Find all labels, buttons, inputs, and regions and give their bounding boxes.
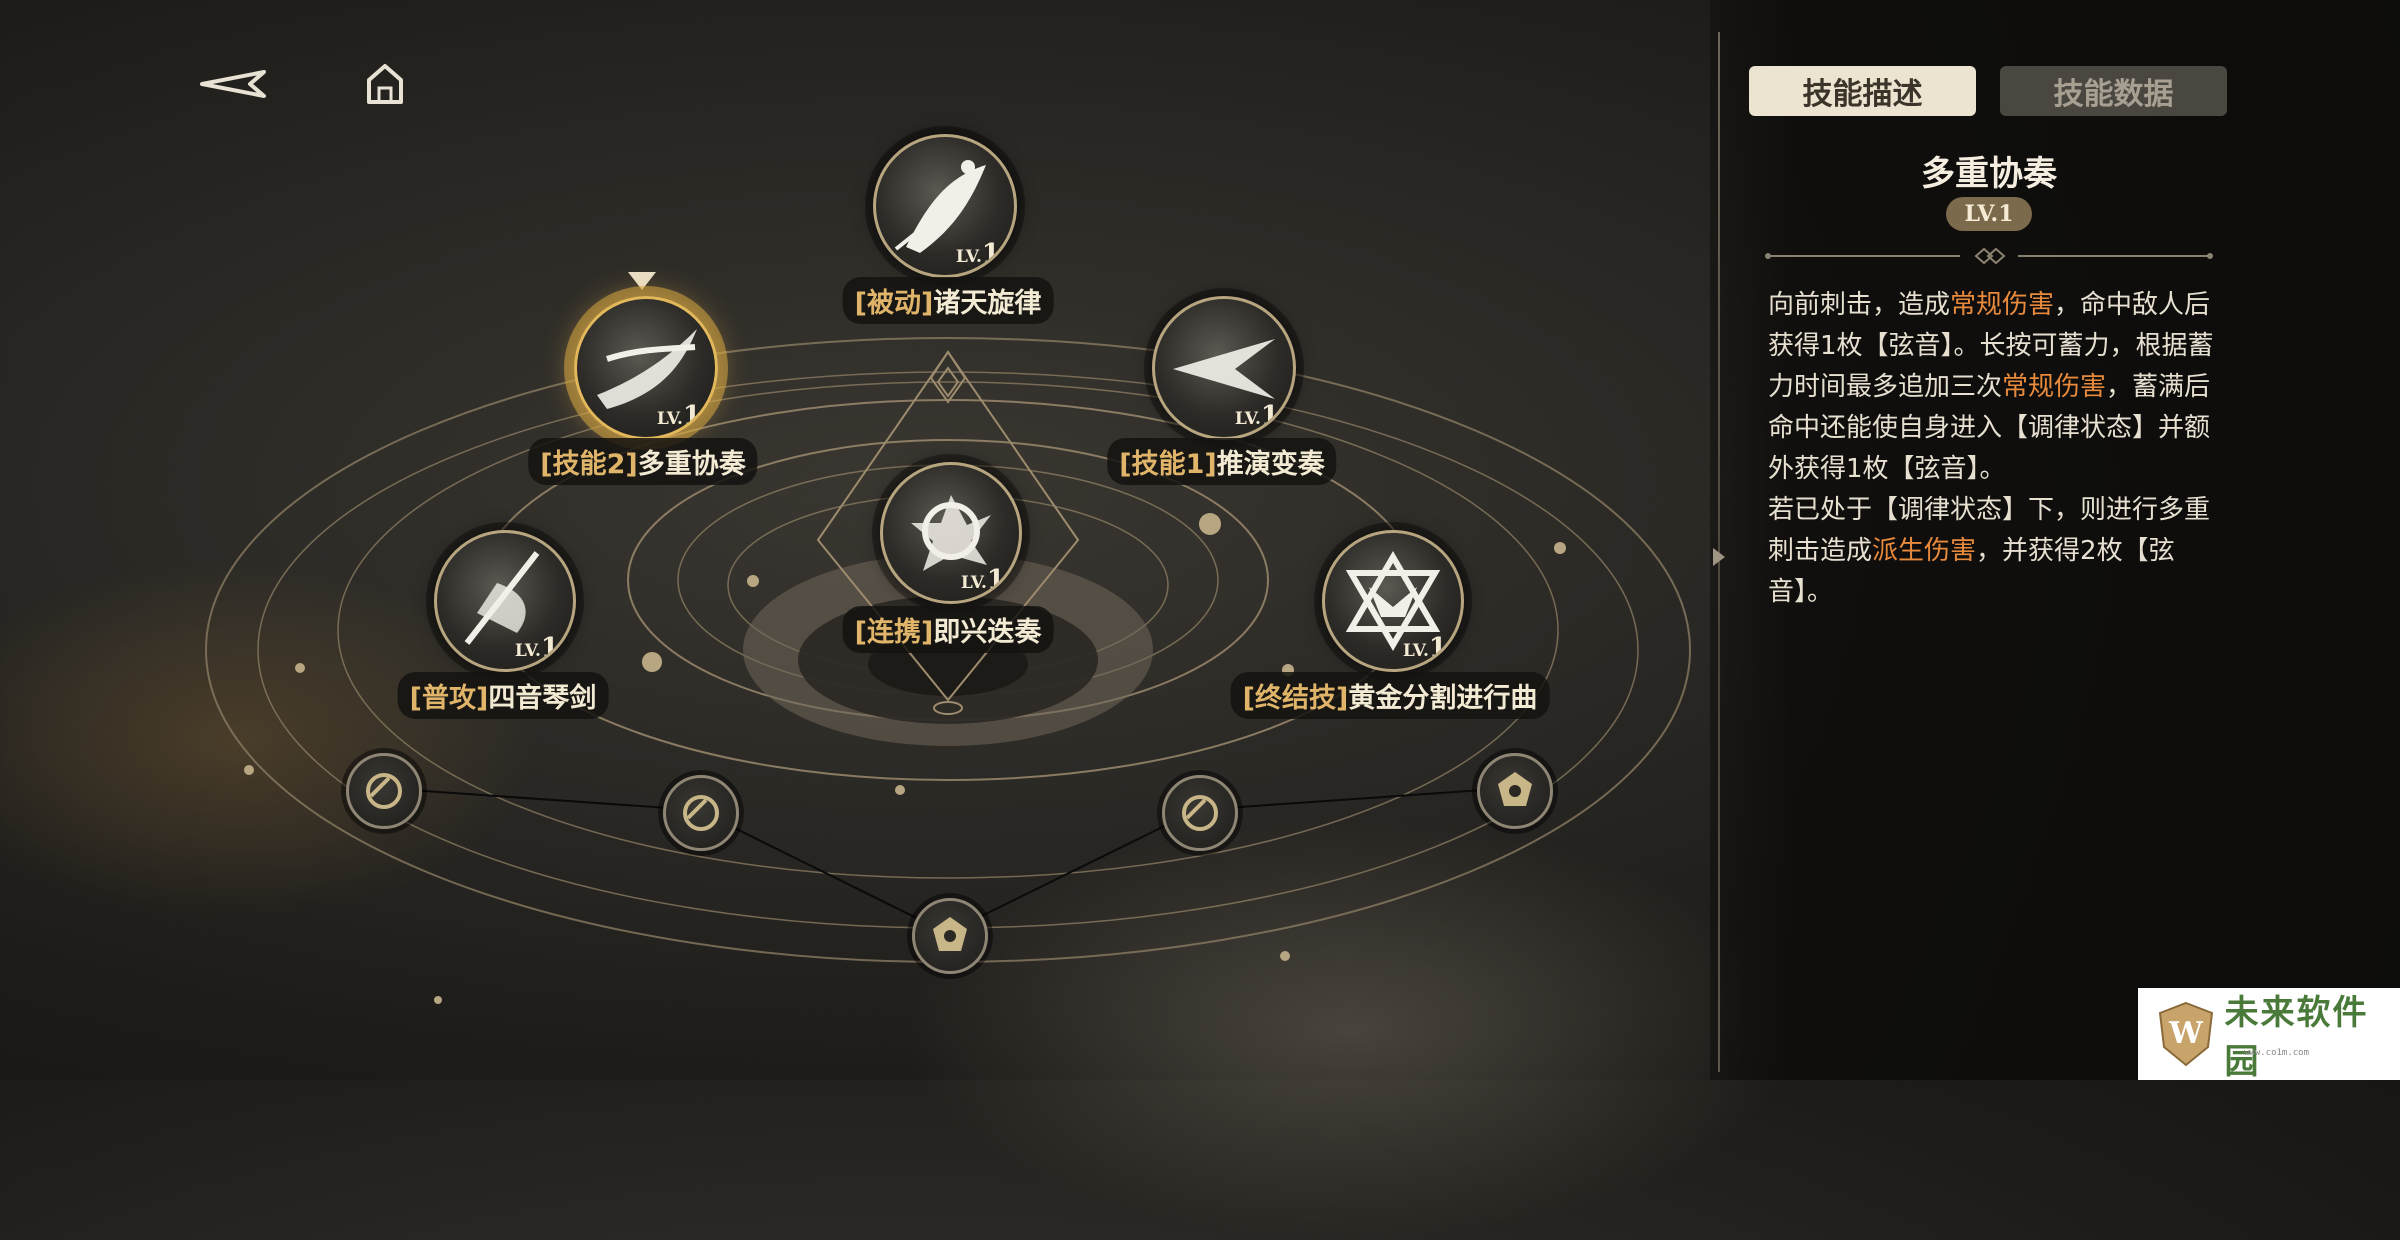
talent-swirl-icon: [366, 773, 402, 809]
tab-skill-description[interactable]: 技能描述: [1749, 66, 1976, 116]
skill-label-basic: [普攻]四音琴剑: [397, 672, 609, 719]
passive-skill-icon: LV.1: [873, 134, 1017, 278]
talent-node-5[interactable]: [1477, 753, 1553, 829]
skill-level-badge: LV.1: [1946, 197, 2032, 231]
talent-flower-icon: [1498, 772, 1532, 806]
back-arrow-icon: [200, 70, 266, 98]
talent-node-3[interactable]: [912, 898, 988, 974]
home-button[interactable]: [345, 54, 425, 114]
skill-orbit-diagram: [205, 337, 1691, 1004]
svg-text:W: W: [2168, 1016, 2204, 1051]
skill-label-skill1: [技能1]推演变奏: [1107, 438, 1337, 485]
panel-collapse-arrow-icon[interactable]: [1713, 548, 1725, 566]
skill-title: 多重协奏: [1921, 154, 2057, 194]
skill-label-ultimate: [终结技]黄金分割进行曲: [1230, 672, 1550, 719]
ornament-divider: [1765, 247, 2213, 265]
skill2-icon: LV.1: [574, 296, 718, 440]
talent-node-2[interactable]: [663, 775, 739, 851]
talent-node-1[interactable]: [346, 753, 422, 829]
watermark-shield-icon: W: [2158, 1001, 2214, 1067]
basic-attack-icon: LV.1: [434, 530, 576, 672]
home-icon: [367, 64, 403, 104]
talent-flower-icon: [933, 917, 967, 951]
skill-description-text: 向前刺击，造成常规伤害，命中敌人后获得1枚【弦音】。长按可蓄力，根据蓄力时间最多…: [1768, 290, 2214, 607]
watermark-logo: W 未来软件园 www.co1m.com: [2138, 988, 2400, 1082]
ultimate-icon: LV.1: [1322, 530, 1464, 672]
skill-label-passive: [被动]诸天旋律: [842, 277, 1054, 324]
skill-label-combo: [连携]即兴迭奏: [842, 606, 1054, 653]
combo-skill-icon: LV.1: [880, 462, 1022, 604]
skill-label-skill2: [技能2]多重协奏: [528, 438, 758, 485]
talent-swirl-icon: [1182, 795, 1218, 831]
back-button[interactable]: [193, 54, 273, 114]
skill-detail-panel: [1710, 0, 2400, 1080]
selected-pointer-icon: [628, 272, 656, 290]
talent-swirl-icon: [683, 795, 719, 831]
tab-skill-data[interactable]: 技能数据: [2000, 66, 2227, 116]
talent-node-4[interactable]: [1162, 775, 1238, 851]
skill1-icon: LV.1: [1152, 296, 1296, 440]
